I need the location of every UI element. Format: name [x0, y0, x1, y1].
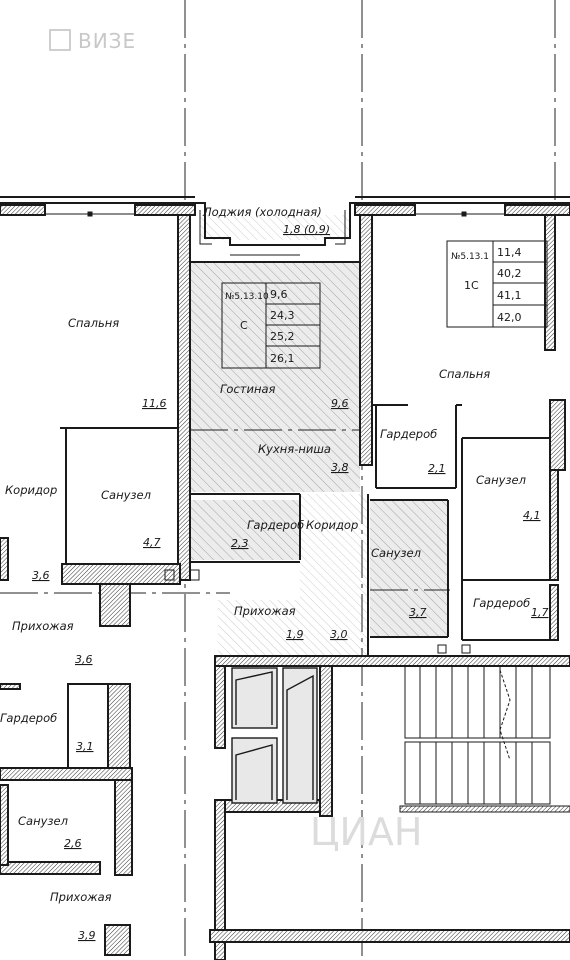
one-room-area-1: 11,4 [497, 246, 522, 259]
room-area-kitchen: 3,8 [331, 461, 349, 474]
room-label-wardrobe-right-2: Гардероб [473, 596, 530, 610]
room-label-bedroom-right: Спальня [439, 367, 490, 381]
room-area-corridor-left: 3,6 [32, 569, 50, 582]
one-room-type: 1С [464, 279, 479, 292]
staircase [399, 665, 570, 813]
room-label-hall-studio: Прихожая [234, 604, 296, 618]
room-area-hall-studio: 1,9 [286, 628, 304, 641]
elevator-shafts [231, 667, 318, 804]
one-room-info-table [446, 240, 548, 328]
studio-type: С [240, 319, 248, 332]
watermark-text: ВИЗЕ [78, 29, 136, 53]
one-room-area-2: 40,2 [497, 267, 522, 280]
room-label-living: Гостиная [220, 382, 276, 396]
room-label-corridor-left: Коридор [5, 483, 57, 497]
studio-area-4: 26,1 [270, 352, 295, 365]
fixtures [87, 211, 471, 654]
room-label-bathroom-right: Санузел [476, 473, 527, 487]
room-area-living: 9,6 [331, 397, 349, 410]
studio-info-table [221, 282, 321, 369]
room-label-bathroom-studio: Санузел [371, 546, 422, 560]
room-area-bathroom-left: 4,7 [143, 536, 161, 549]
room-area-bathroom-left-2: 2,6 [64, 837, 82, 850]
studio-area-1: 9,6 [270, 288, 288, 301]
one-room-area-4: 42,0 [497, 311, 522, 324]
studio-area-2: 24,3 [270, 309, 295, 322]
room-label-wardrobe-right: Гардероб [380, 427, 437, 441]
room-area-hall-left: 3,6 [75, 653, 93, 666]
one-room-area-3: 41,1 [497, 289, 522, 302]
room-label-bathroom-left-2: Санузел [18, 814, 69, 828]
room-label-hall-left: Прихожая [12, 619, 74, 633]
one-room-number: №5.13.1 [451, 252, 489, 262]
room-area-bathroom-right: 4,1 [523, 509, 541, 522]
room-label-loggia: Лоджия (холодная) [202, 205, 322, 219]
room-label-bedroom-left: Спальня [68, 316, 119, 330]
room-label-hall-left-2: Прихожая [50, 890, 112, 904]
room-area-hall-left-2: 3,9 [78, 929, 96, 942]
room-area-wardrobe-studio: 2,3 [231, 537, 249, 550]
watermark-logo: ВИЗЕ [49, 29, 136, 53]
room-area-wardrobe-left: 3,1 [76, 740, 94, 753]
room-area-wardrobe-right: 2,1 [428, 462, 446, 475]
room-label-wardrobe-studio: Гардероб [247, 518, 304, 532]
room-area-bathroom-studio: 3,7 [409, 606, 427, 619]
room-area-corridor-studio: 3,0 [330, 628, 348, 641]
room-label-bathroom-left: Санузел [101, 488, 152, 502]
studio-number: №5.13.10 [225, 292, 269, 302]
room-area-loggia: 1,8 (0,9) [283, 223, 330, 236]
room-area-wardrobe-right-2: 1,7 [531, 606, 549, 619]
studio-area-3: 25,2 [270, 330, 295, 343]
room-area-bedroom-left: 11,6 [142, 397, 167, 410]
room-label-kitchen: Кухня-ниша [258, 442, 331, 456]
watermark-overlay: ЦИАН [310, 810, 423, 854]
studio-hatched-area [190, 215, 448, 655]
room-label-corridor-studio: Коридор [306, 518, 358, 532]
room-label-wardrobe-left: Гардероб [0, 711, 57, 725]
